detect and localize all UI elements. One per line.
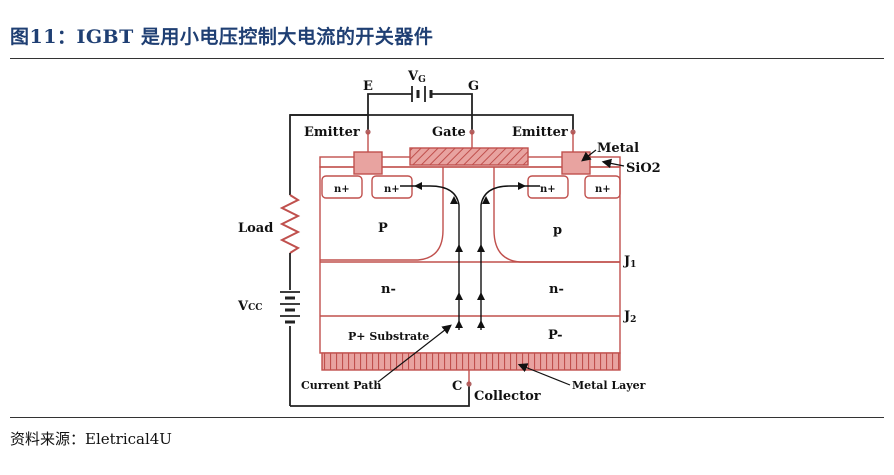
bottom-rule xyxy=(10,417,884,418)
p-well-left xyxy=(320,167,444,261)
label-n-plus-2: n+ xyxy=(384,184,400,195)
sio2-pointer xyxy=(601,158,625,169)
wire-bottom-collector xyxy=(290,386,470,407)
source-note: 资料来源：Eletrical4U xyxy=(10,430,172,448)
label-vg: VG xyxy=(407,69,426,85)
label-n-minus-left: n- xyxy=(381,282,396,297)
label-n-plus-1: n+ xyxy=(334,184,350,195)
current-path-pointer xyxy=(377,324,452,383)
label-n-plus-4: n+ xyxy=(595,184,611,195)
label-n-plus-3: n+ xyxy=(540,184,556,195)
top-rule xyxy=(10,58,884,59)
load-resistor xyxy=(279,194,301,254)
external-wiring xyxy=(279,93,574,407)
figure-title: 图11：IGBT 是用小电压控制大电流的开关器件 xyxy=(10,26,434,48)
label-collector: Collector xyxy=(474,389,541,404)
igbt-device xyxy=(319,156,621,354)
vg-wire-right xyxy=(432,93,473,132)
emitter-metal-left xyxy=(353,151,383,175)
label-metal: Metal xyxy=(597,141,639,156)
gate-electrode xyxy=(409,147,529,166)
n-plus-region-1 xyxy=(321,175,363,199)
current-path-lines xyxy=(400,185,540,330)
label-emitter-left: Emitter xyxy=(304,125,360,140)
metal-layer-pointer xyxy=(517,363,571,386)
label-gate: Gate xyxy=(432,125,466,140)
n-plus-region-4 xyxy=(584,175,621,199)
label-current-path: Current Path xyxy=(301,379,381,392)
label-emitter-right: Emitter xyxy=(512,125,568,140)
label-load: Load xyxy=(238,221,273,236)
vcc-battery xyxy=(280,291,300,324)
terminal-dots xyxy=(365,129,576,387)
label-e: E xyxy=(363,79,373,94)
n-plus-region-2 xyxy=(371,175,413,199)
label-p-plus-substrate: P+ Substrate xyxy=(348,330,429,343)
vg-wire-left xyxy=(367,93,412,132)
label-g: G xyxy=(468,79,479,94)
label-vcc: VCC xyxy=(237,299,262,314)
metal-pointer xyxy=(581,149,597,162)
label-p-left: P xyxy=(378,221,388,236)
pointer-lines xyxy=(377,149,625,386)
label-n-minus-right: n- xyxy=(549,282,564,297)
n-plus-region-3 xyxy=(527,175,569,199)
label-j1: J1 xyxy=(623,254,636,270)
label-collector-c: C xyxy=(452,379,462,394)
label-metal-layer: Metal Layer xyxy=(572,379,646,392)
current-path-arrowheads xyxy=(414,182,526,328)
collector-metal-layer xyxy=(321,352,621,371)
p-well-right xyxy=(493,167,620,263)
outer-wire-top xyxy=(289,114,574,185)
label-j2: J2 xyxy=(623,309,636,325)
label-p-right: p xyxy=(553,223,562,238)
label-p-minus: P- xyxy=(548,328,562,343)
vg-battery xyxy=(411,86,433,102)
emitter-metal-right xyxy=(561,151,591,175)
label-sio2: SiO2 xyxy=(626,161,661,176)
